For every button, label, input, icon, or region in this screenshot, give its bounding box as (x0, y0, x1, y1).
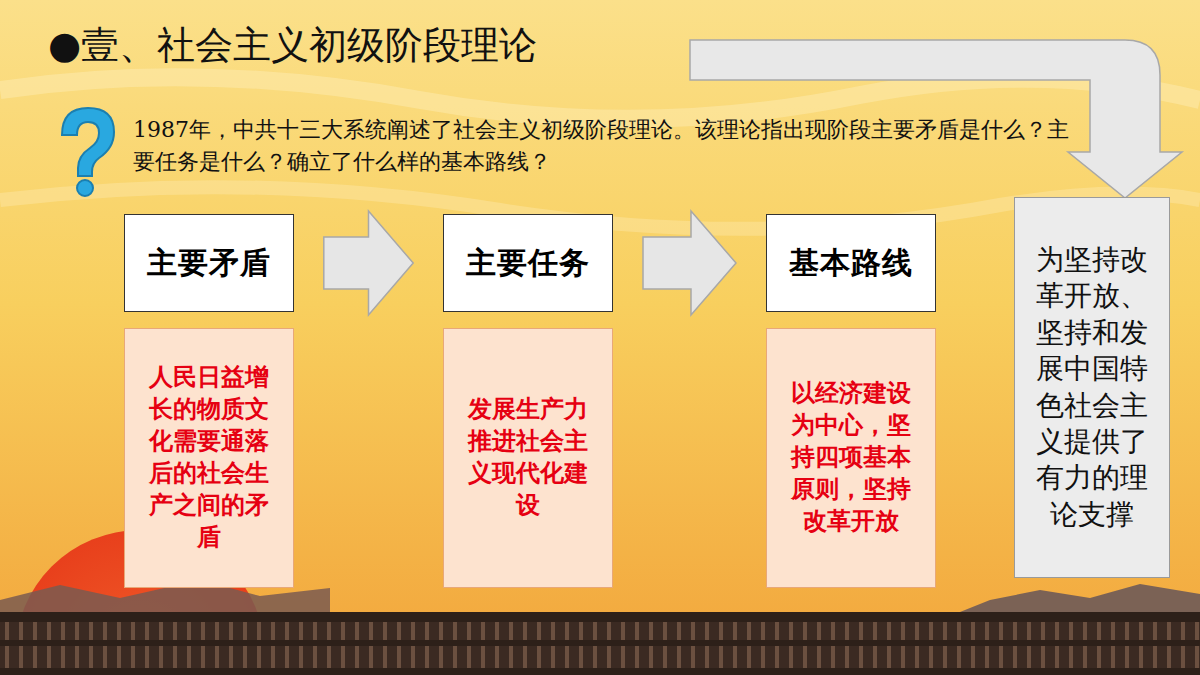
question-text: 1987年，中共十三大系统阐述了社会主义初级阶段理论。该理论指出现阶段主要矛盾是… (133, 114, 1083, 178)
box-text: 基本路线 (789, 243, 913, 284)
box-text: 主要任务 (466, 243, 590, 284)
heading-box: 主要矛盾 (124, 214, 294, 312)
flow-arrow (643, 211, 736, 315)
box-text: 人民日益增长的物质文化需要通落后的社会生产之间的矛盾 (143, 362, 275, 553)
content-box: 发展生产力推进社会主义现代化建设 (443, 328, 613, 588)
flow-arrow (324, 211, 413, 315)
content-box: 以经济建设为中心，坚持四项基本原则，坚持改革开放 (766, 328, 936, 588)
box-text: 主要矛盾 (147, 243, 271, 284)
box-text: 发展生产力推进社会主义现代化建设 (462, 394, 594, 522)
question-icon (62, 108, 114, 196)
heading-box: 主要任务 (443, 214, 613, 312)
box-text: 以经济建设为中心，坚持四项基本原则，坚持改革开放 (785, 378, 917, 538)
content-box: 人民日益增长的物质文化需要通落后的社会生产之间的矛盾 (124, 328, 294, 588)
box-text: 为坚持改革开放、坚持和发展中国特色社会主义提供了有力的理论支撑 (1023, 242, 1161, 533)
slide-title: ●壹、社会主义初级阶段理论 (48, 20, 537, 71)
summary-box: 为坚持改革开放、坚持和发展中国特色社会主义提供了有力的理论支撑 (1014, 197, 1170, 578)
heading-box: 基本路线 (766, 214, 936, 312)
